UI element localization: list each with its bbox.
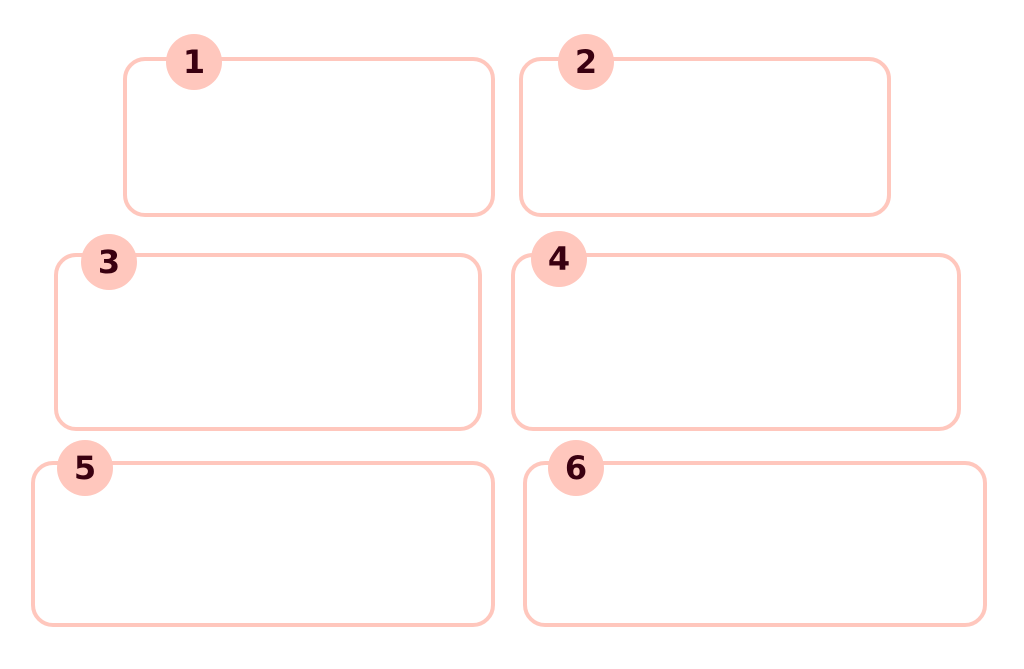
- step-box-4: [511, 253, 961, 431]
- step-number-badge-5: 5: [57, 440, 113, 496]
- step-number-badge-3: 3: [81, 234, 137, 290]
- step-number-badge-4: 4: [531, 231, 587, 287]
- step-box-6: [523, 461, 987, 627]
- step-box-3: [54, 253, 482, 431]
- step-number-badge-1: 1: [166, 34, 222, 90]
- step-box-5: [31, 461, 495, 627]
- step-box-1: [123, 57, 495, 217]
- step-number-badge-6: 6: [548, 440, 604, 496]
- step-number-badge-2: 2: [558, 34, 614, 90]
- step-box-2: [519, 57, 891, 217]
